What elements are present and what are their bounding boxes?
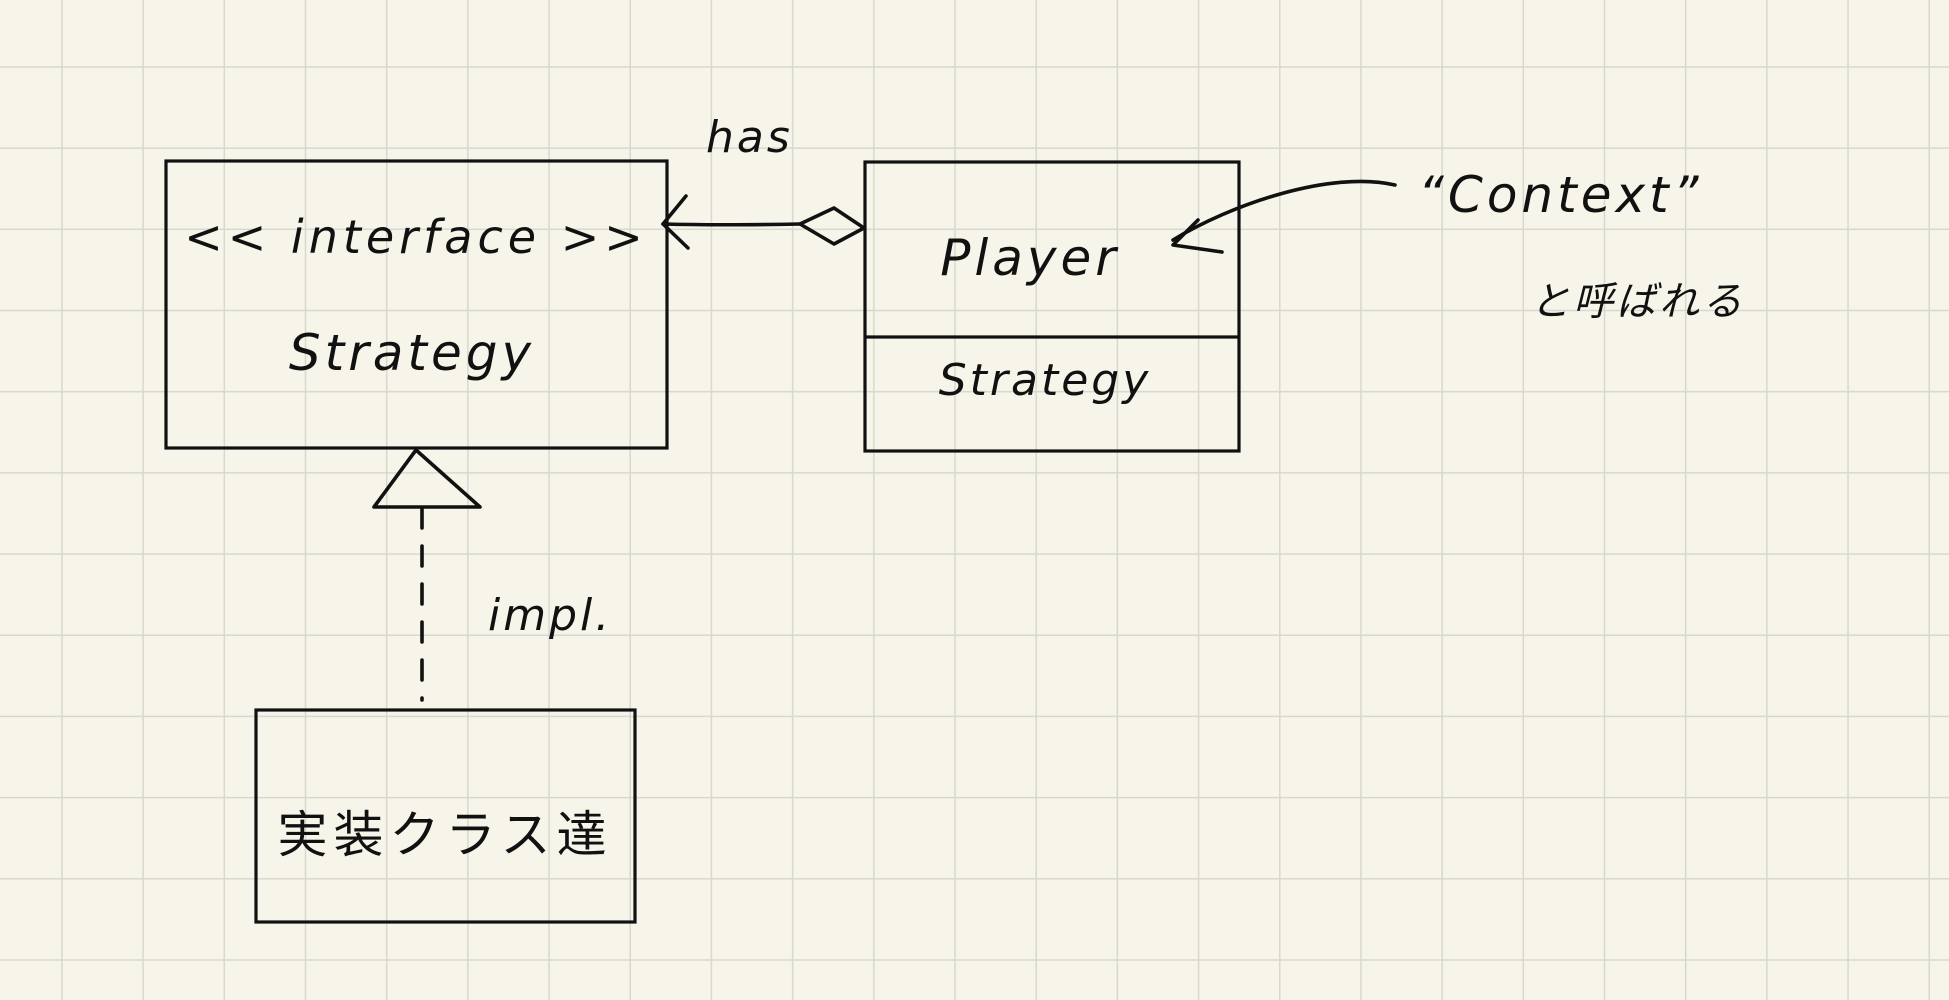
context-annotation-title: “Context” <box>1418 166 1703 224</box>
strategy-interface-name: Strategy <box>289 324 535 382</box>
has-aggregation-edge: has <box>661 112 866 250</box>
impl-label: impl. <box>488 590 612 641</box>
has-label: has <box>706 112 793 163</box>
player-field-strategy: Strategy <box>939 355 1152 406</box>
realization-triangle <box>372 448 482 509</box>
player-name: Player <box>940 229 1120 287</box>
player-node: Player Strategy <box>863 160 1241 453</box>
concrete-classes-box <box>254 708 637 924</box>
impl-realization-edge: impl. <box>372 448 612 702</box>
context-pointer-arrowhead <box>1171 218 1224 254</box>
interface-stereotype: << interface >> <box>184 210 648 264</box>
concrete-classes-name: 実装クラス達 <box>278 806 613 864</box>
concrete-classes-node: 実装クラス達 <box>254 708 637 924</box>
has-arrowhead <box>661 194 690 250</box>
aggregation-diamond <box>798 206 866 246</box>
player-box <box>863 160 1241 453</box>
context-annotation: “Context” と呼ばれる <box>1171 166 1745 325</box>
has-edge-line <box>661 222 802 227</box>
strategy-interface-box <box>164 159 669 450</box>
strategy-interface-node: << interface >> Strategy <box>164 159 669 450</box>
context-pointer-line <box>1171 179 1397 242</box>
context-annotation-subtitle: と呼ばれる <box>1530 279 1745 325</box>
